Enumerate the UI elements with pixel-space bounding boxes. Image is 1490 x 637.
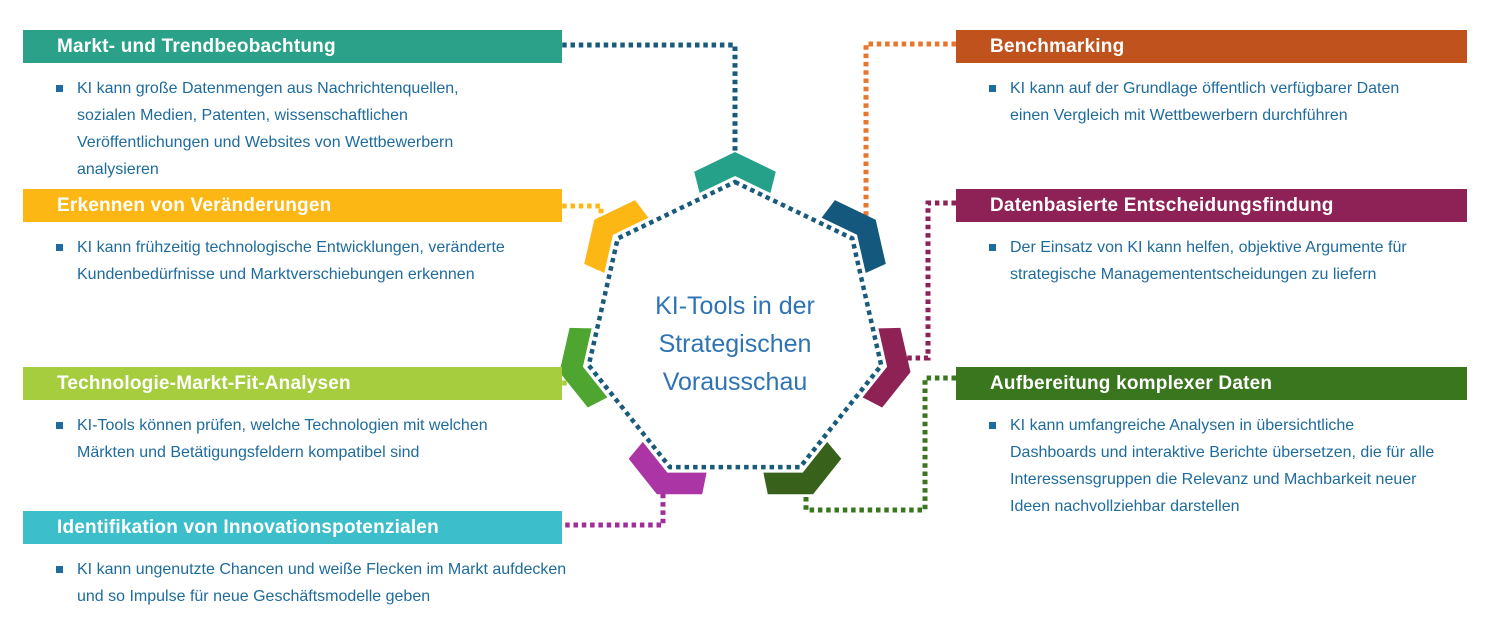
card-header: Technologie-Markt-Fit-Analysen — [23, 367, 562, 400]
card-title: Erkennen von Veränderungen — [57, 194, 332, 216]
card-identifikation-von-innovationspotenzialen: Identifikation von Innovationspotenziale… — [23, 511, 716, 610]
card-benchmarking: Benchmarking KI kann auf der Grundlage ö… — [956, 30, 1489, 129]
bullet-text: KI kann ungenutzte Chancen und weiße Fle… — [77, 561, 567, 605]
card-header: Erkennen von Veränderungen — [23, 189, 562, 222]
card-title: Markt- und Trendbeobachtung — [57, 35, 336, 57]
chevron-ring — [559, 152, 911, 495]
card-title: Technologie-Markt-Fit-Analysen — [57, 372, 351, 394]
card-body: KI-Tools können prüfen, welche Technolog… — [23, 412, 696, 466]
bullet-text: KI kann umfangreiche Analysen in übersic… — [1010, 417, 1435, 515]
dotted-heptagon — [586, 179, 884, 470]
connector-markt-und-trendbeobachtung — [529, 42, 738, 156]
card-header: Aufbereitung komplexer Daten — [956, 367, 1467, 400]
bullet-square-icon — [56, 85, 63, 92]
bullet-square-icon — [56, 566, 63, 573]
chevron-bottom-right — [763, 441, 842, 495]
chevron-bottom-left — [628, 441, 707, 495]
bullet-square-icon — [989, 244, 996, 251]
chevron-top — [694, 152, 776, 193]
bullet-square-icon — [56, 422, 63, 429]
bullet-text: KI-Tools können prüfen, welche Technolog… — [77, 417, 488, 461]
bullet-text: Der Einsatz von KI kann helfen, objektiv… — [1010, 239, 1407, 283]
bullet-square-icon — [989, 422, 996, 429]
chevron-left — [559, 327, 608, 408]
bullet-square-icon — [989, 85, 996, 92]
card-title: Datenbasierte Entscheidungsfindung — [990, 194, 1334, 216]
diagram-center-title: KI-Tools in der Strategischen Vorausscha… — [655, 292, 815, 396]
card-body: KI kann auf der Grundlage öffentlich ver… — [956, 75, 1489, 129]
connector-identifikation-von-innovationspotenzialen — [532, 489, 666, 528]
card-markt-und-trendbeobachtung: Markt- und Trendbeobachtung KI kann groß… — [23, 30, 696, 183]
card-body: KI kann ungenutzte Chancen und weiße Fle… — [23, 556, 716, 610]
card-technologie-markt-fit-analysen: Technologie-Markt-Fit-Analysen KI-Tools … — [23, 367, 696, 466]
card-header: Datenbasierte Entscheidungsfindung — [956, 189, 1467, 222]
card-body: KI kann frühzeitig technologische Entwic… — [23, 234, 696, 288]
card-datenbasierte-entscheidungsfindung: Datenbasierte Entscheidungsfindung Der E… — [956, 189, 1489, 288]
card-header: Markt- und Trendbeobachtung — [23, 30, 562, 63]
card-body: KI kann große Datenmengen aus Nachrichte… — [23, 75, 696, 183]
card-body: KI kann umfangreiche Analysen in übersic… — [956, 412, 1490, 520]
chevron-top-left — [584, 200, 649, 273]
card-title: Identifikation von Innovationspotenziale… — [57, 516, 439, 538]
card-aufbereitung-komplexer-daten: Aufbereitung komplexer Daten KI kann umf… — [956, 367, 1490, 520]
bullet-square-icon — [56, 244, 63, 251]
card-header: Benchmarking — [956, 30, 1467, 63]
bullet-text: KI kann große Datenmengen aus Nachrichte… — [77, 80, 459, 178]
bullet-text: KI kann auf der Grundlage öffentlich ver… — [1010, 80, 1400, 124]
card-title: Aufbereitung komplexer Daten — [990, 372, 1273, 394]
connector-benchmarking — [863, 41, 956, 226]
card-erkennen-von-veraenderungen: Erkennen von Veränderungen KI kann frühz… — [23, 189, 696, 288]
connector-datenbasierte-entscheidungsfindung — [899, 200, 956, 361]
card-body: Der Einsatz von KI kann helfen, objektiv… — [956, 234, 1489, 288]
bullet-text: KI kann frühzeitig technologische Entwic… — [77, 239, 505, 283]
card-title: Benchmarking — [990, 35, 1125, 57]
card-header: Identifikation von Innovationspotenziale… — [23, 511, 562, 544]
chevron-top-right — [821, 200, 886, 273]
connector-aufbereitung-komplexer-daten — [803, 375, 956, 513]
chevron-right — [862, 327, 911, 408]
